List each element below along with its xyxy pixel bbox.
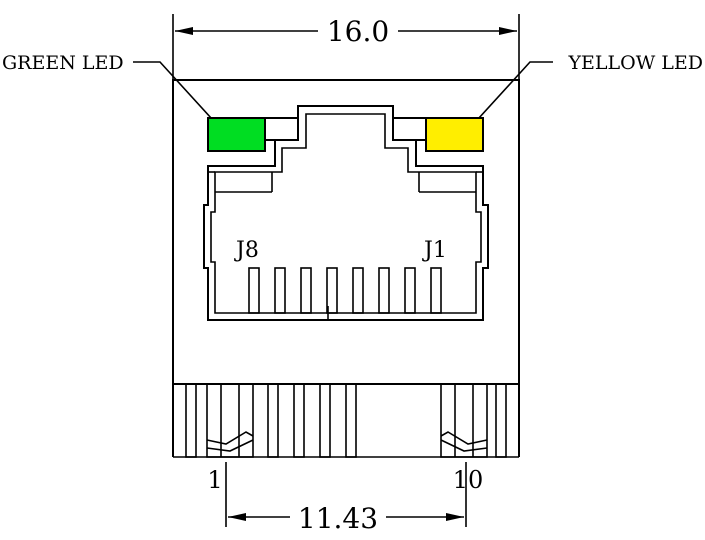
contact-pin (352, 267, 364, 314)
green-led-label: GREEN LED (2, 52, 124, 74)
width-dimension-label: 16.0 (327, 15, 389, 48)
contact-pin (326, 267, 338, 314)
arrow-right-icon (446, 513, 464, 521)
right-retention-clip (440, 383, 488, 458)
yellow-led-window (392, 117, 427, 141)
left-retention-clip (206, 383, 254, 458)
pitch-dimension-label: 11.43 (298, 502, 378, 535)
contact-pin (248, 267, 260, 314)
arrow-left-icon (175, 27, 193, 35)
contact-pin (378, 267, 390, 314)
contact-pin (430, 267, 442, 314)
pitch-dimension: 11.43 (225, 462, 467, 535)
arrow-right-icon (499, 27, 517, 35)
jack-label-j1: J1 (422, 238, 447, 263)
contact-pin (274, 267, 286, 314)
contact-pins (248, 267, 442, 314)
pin-label-first: 1 (207, 466, 222, 494)
arrow-left-icon (228, 513, 246, 521)
green-led-window (264, 117, 299, 141)
lead (345, 383, 357, 458)
contact-pin (404, 267, 416, 314)
lead (267, 383, 279, 458)
bottom-leads (172, 383, 520, 458)
lead (293, 383, 305, 458)
yellow-led-callout: YELLOW LED (467, 52, 703, 131)
yellow-led (425, 117, 484, 152)
pin-label-last: 10 (453, 466, 484, 494)
green-led-callout: GREEN LED (2, 52, 223, 131)
contact-pin (300, 267, 312, 314)
width-dimension: 16.0 (172, 14, 520, 80)
jack-label-j8: J8 (234, 238, 259, 263)
lead (185, 383, 197, 458)
lead (495, 383, 507, 458)
yellow-led-label: YELLOW LED (567, 52, 703, 74)
green-led (207, 117, 266, 152)
lead (319, 383, 331, 458)
